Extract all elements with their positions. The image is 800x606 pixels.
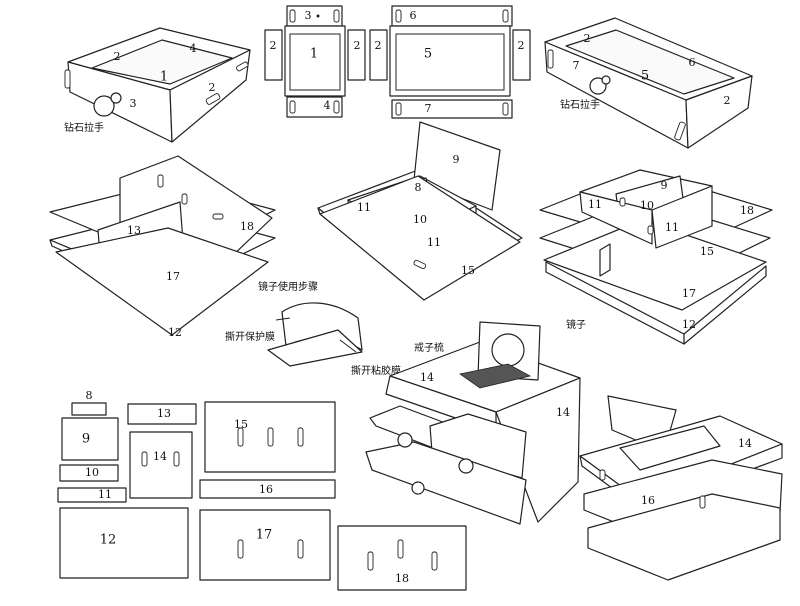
- caption-diamond-handle-a: 钻石拉手: [64, 121, 104, 134]
- label-c-2: 2: [584, 32, 591, 45]
- label-h-15: 15: [234, 418, 248, 431]
- assembled-cabinet-open: 14 16: [579, 395, 783, 581]
- label-e-10: 10: [413, 213, 427, 226]
- label-d-18: 18: [240, 220, 254, 233]
- label-f-11a: 11: [588, 198, 602, 211]
- label-a-3: 3: [130, 97, 137, 110]
- label-e-8: 8: [415, 181, 422, 194]
- label-b-1: 1: [310, 47, 318, 62]
- label-a-2l: 2: [114, 50, 121, 63]
- assembled-cabinet-mirror: 戒子梳 镜子 14 14: [365, 318, 586, 525]
- caption-mirror: 镜子: [566, 318, 586, 331]
- label-b-3: 3: [305, 9, 312, 22]
- label-b-6: 6: [410, 9, 417, 22]
- label-f-9: 9: [661, 179, 668, 192]
- caption-diamond-handle-c: 钻石拉手: [560, 98, 600, 111]
- label-b-7: 7: [425, 102, 432, 115]
- label-c-7: 7: [573, 59, 580, 72]
- label-h-17: 17: [256, 528, 273, 543]
- label-f-11b: 11: [665, 221, 679, 234]
- label-j-14: 14: [738, 437, 752, 450]
- label-b-2d: 2: [518, 39, 525, 52]
- label-e-9: 9: [453, 153, 460, 166]
- label-f-15: 15: [700, 245, 714, 258]
- label-h-12: 12: [100, 533, 117, 548]
- label-c-5: 5: [641, 69, 649, 84]
- label-h-13: 13: [157, 407, 171, 420]
- mirror-instructions: 镜子使用步骤 撕开保护膜 撕开粘胶膜: [225, 280, 401, 377]
- label-b-2b: 2: [354, 39, 361, 52]
- label-b-5: 5: [424, 47, 432, 62]
- label-h-18: 18: [395, 572, 409, 585]
- label-f-18: 18: [740, 204, 754, 217]
- compartment-assembly-center: 9 8 11 10 11 15: [317, 121, 523, 301]
- label-a-1: 1: [160, 70, 168, 85]
- label-j-16: 16: [641, 494, 655, 507]
- label-a-4: 4: [190, 42, 197, 55]
- label-d-13: 13: [127, 224, 141, 237]
- label-h-9: 9: [82, 432, 90, 447]
- drawer-assembly-2: 2 6 7 5 2 钻石拉手: [544, 17, 753, 149]
- label-e-11a: 11: [357, 201, 371, 214]
- label-b-4: 4: [324, 99, 331, 112]
- stacked-assembly-right: 9 11 10 18 11 15 17 12: [539, 169, 773, 345]
- caption-mirror-steps: 镜子使用步骤: [258, 280, 318, 293]
- caption-peel-film: 撕开保护膜: [225, 330, 275, 343]
- shelf-assembly-left: 13 18 17 12: [49, 155, 276, 339]
- label-d-17: 17: [166, 270, 180, 283]
- label-a-2r: 2: [209, 81, 216, 94]
- label-i-14b: 14: [556, 406, 570, 419]
- label-c-6: 6: [689, 56, 696, 69]
- flat-parts-box: 8 13 15 9 14 10 16 11 12 17 18: [57, 389, 467, 591]
- label-f-12: 12: [682, 318, 696, 331]
- label-h-16: 16: [259, 483, 273, 496]
- label-f-10: 10: [640, 199, 654, 212]
- label-h-14: 14: [153, 450, 167, 463]
- label-h-11: 11: [98, 488, 112, 501]
- label-f-17: 17: [682, 287, 696, 300]
- label-e-15: 15: [461, 264, 475, 277]
- drawer-assembly-1: 2 4 1 2 3 钻石拉手: [64, 27, 251, 143]
- label-h-10: 10: [85, 466, 99, 479]
- label-b-2a: 2: [270, 39, 277, 52]
- label-c-2r: 2: [724, 94, 731, 107]
- flat-parts-drawer: 3 6 2 1 2 2 5 2 4 7: [264, 5, 531, 119]
- caption-ring-comb: 戒子梳: [414, 341, 444, 354]
- label-h-8: 8: [86, 389, 93, 402]
- label-b-2c: 2: [375, 39, 382, 52]
- label-e-11b: 11: [427, 236, 441, 249]
- label-i-14a: 14: [420, 371, 434, 384]
- label-d-12: 12: [168, 326, 182, 339]
- caption-peel-adhesive: 撕开粘胶膜: [351, 364, 401, 377]
